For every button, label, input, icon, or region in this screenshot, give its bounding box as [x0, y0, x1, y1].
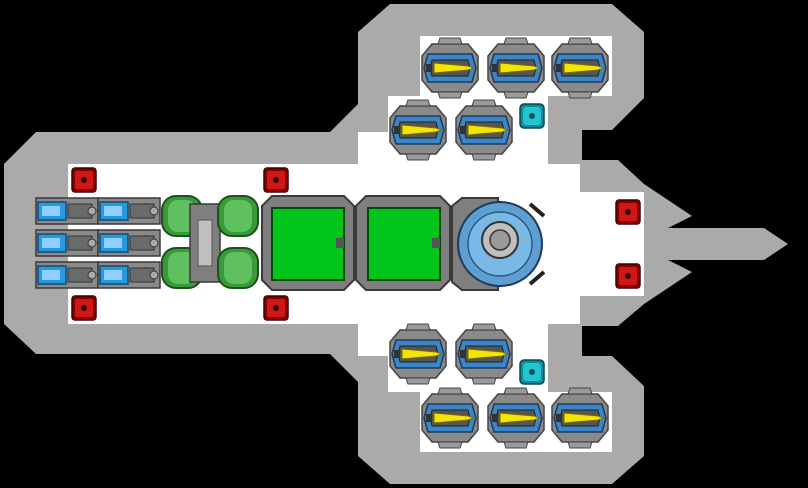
- engine-icon[interactable]: [97, 261, 161, 289]
- fuel-pipes[interactable]: [161, 195, 259, 289]
- red-node-icon[interactable]: [71, 167, 97, 193]
- red-node-icon[interactable]: [263, 295, 289, 321]
- missile-pod-icon[interactable]: [421, 387, 479, 449]
- missile-pod-icon[interactable]: [551, 387, 609, 449]
- green-module-icon: [367, 207, 441, 281]
- green-module-left[interactable]: [261, 195, 355, 291]
- engine-icon[interactable]: [97, 229, 161, 257]
- missile-pod-icon[interactable]: [455, 323, 513, 385]
- red-node-icon[interactable]: [263, 167, 289, 193]
- green-pipe-icon[interactable]: [217, 247, 259, 289]
- cyan-sensor-icon[interactable]: [519, 359, 545, 385]
- engine-bank[interactable]: [35, 197, 161, 289]
- red-node-icon[interactable]: [615, 263, 641, 289]
- missile-pod-icon[interactable]: [487, 387, 545, 449]
- engine-icon[interactable]: [35, 229, 99, 257]
- missile-pod-icon[interactable]: [455, 99, 513, 161]
- engine-icon[interactable]: [97, 197, 161, 225]
- missile-pod-icon[interactable]: [487, 37, 545, 99]
- red-node-icon[interactable]: [615, 199, 641, 225]
- missile-pod-icon[interactable]: [389, 323, 447, 385]
- weapon-row-bottom-outer[interactable]: [421, 387, 609, 449]
- green-pipe-icon[interactable]: [217, 195, 259, 237]
- missile-pod-icon[interactable]: [551, 37, 609, 99]
- weapon-row-top-outer[interactable]: [421, 37, 609, 99]
- engine-icon[interactable]: [35, 261, 99, 289]
- cyan-sensor-icon[interactable]: [519, 103, 545, 129]
- reactor-icon[interactable]: [451, 197, 546, 291]
- green-module-right[interactable]: [355, 195, 451, 291]
- green-module-icon: [271, 207, 345, 281]
- engine-icon[interactable]: [35, 197, 99, 225]
- missile-pod-icon[interactable]: [389, 99, 447, 161]
- missile-pod-icon[interactable]: [421, 37, 479, 99]
- red-node-icon[interactable]: [71, 295, 97, 321]
- pipe-junction-core: [197, 219, 213, 267]
